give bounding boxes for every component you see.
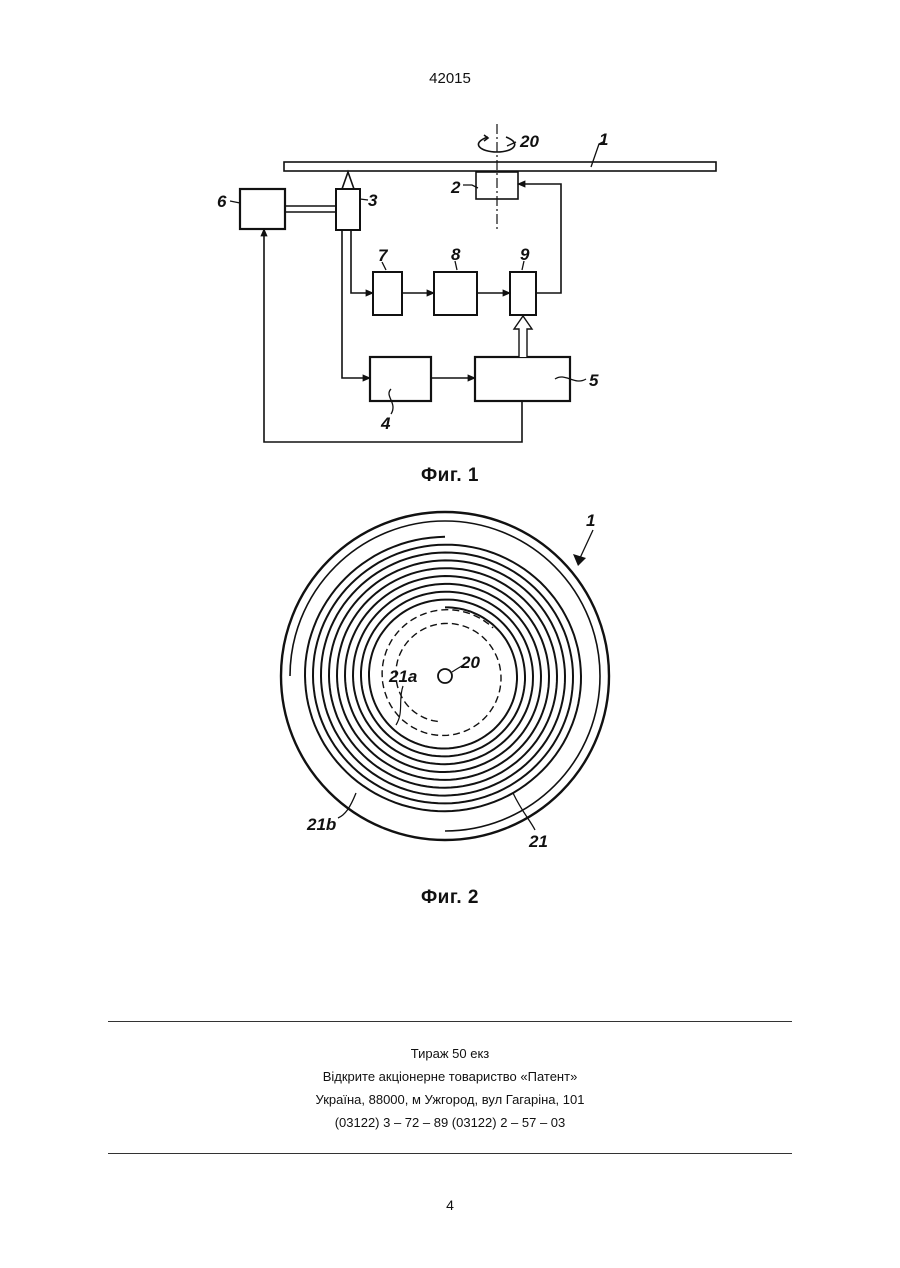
page-number: 4 — [0, 1197, 900, 1213]
imprint-bottom-rule — [108, 1153, 792, 1154]
block-4 — [370, 357, 431, 401]
center-hole — [438, 669, 452, 683]
leader-21b — [338, 793, 356, 818]
label-motor-2: 2 — [450, 178, 461, 197]
block-8 — [434, 272, 477, 315]
label-block-8: 8 — [451, 245, 461, 264]
label-disk-1: 1 — [586, 511, 595, 530]
imprint-circulation: Тираж 50 екз — [0, 1046, 900, 1061]
label-track-21a: 21a — [388, 667, 417, 686]
label-spiral-21: 21 — [528, 832, 548, 851]
imprint-publisher: Відкрите акціонерне товариство «Патент» — [0, 1069, 900, 1084]
imprint-top-rule — [108, 1021, 792, 1022]
leader-6 — [230, 201, 240, 203]
label-block-5: 5 — [589, 371, 599, 390]
block-7 — [373, 272, 402, 315]
leader-disk-1 — [580, 530, 593, 558]
figure-1-caption: Фиг. 1 — [0, 465, 900, 487]
figure-1-block-diagram: 1 20 2 3 6 7 8 9 5 4 — [0, 0, 900, 470]
label-block-9: 9 — [520, 245, 530, 264]
bus-5-to-9 — [514, 316, 532, 357]
arrowhead-disk-1 — [573, 554, 586, 566]
figure-2-caption: Фиг. 2 — [0, 887, 900, 909]
label-disk-1: 1 — [599, 130, 608, 149]
label-axis-20: 20 — [519, 132, 539, 151]
line-9-to-2 — [518, 184, 561, 293]
imprint-phones: (03122) 3 – 72 – 89 (03122) 2 – 57 – 03 — [0, 1115, 900, 1130]
spiral-track — [305, 537, 581, 811]
head-tip — [342, 172, 354, 189]
label-block-4: 4 — [380, 414, 391, 433]
label-head-3: 3 — [368, 191, 378, 210]
block-6 — [240, 189, 285, 229]
label-center-20: 20 — [460, 653, 480, 672]
label-block-6: 6 — [217, 192, 227, 211]
imprint-address: Україна, 88000, м Ужгород, вул Гагаріна,… — [0, 1092, 900, 1107]
figure-2-disk-diagram: 1 20 21a 21b 21 — [0, 490, 900, 880]
disk-plate — [284, 162, 716, 171]
line-3-to-4 — [342, 230, 370, 378]
arrowhead-9 — [503, 290, 510, 296]
arrowhead-2 — [518, 181, 525, 187]
arrowhead-7 — [366, 290, 373, 296]
leader-3 — [360, 199, 368, 200]
arrowhead-8 — [427, 290, 434, 296]
label-track-21b: 21b — [306, 815, 336, 834]
block-9 — [510, 272, 536, 315]
label-block-7: 7 — [378, 246, 389, 265]
block-3-head — [336, 189, 360, 230]
spiral-path — [305, 537, 581, 811]
line-3-to-7 — [351, 230, 373, 293]
